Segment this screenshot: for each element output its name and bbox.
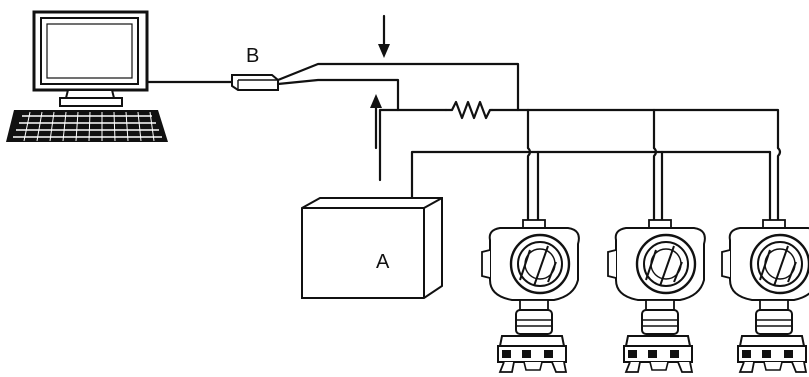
pressure-transmitter-icon <box>480 218 581 374</box>
wiring <box>276 62 782 224</box>
arrow-up-icon <box>370 94 382 150</box>
resistor-icon <box>444 100 494 120</box>
power-supply-label: A <box>376 251 390 273</box>
modem-label: B <box>246 45 259 67</box>
modem-icon <box>231 74 279 91</box>
pressure-transmitter-icon <box>720 218 809 374</box>
power-supply-box <box>301 197 443 299</box>
pressure-transmitter-icon <box>606 218 707 374</box>
arrow-down-icon <box>378 14 390 58</box>
computer-icon <box>6 10 168 142</box>
